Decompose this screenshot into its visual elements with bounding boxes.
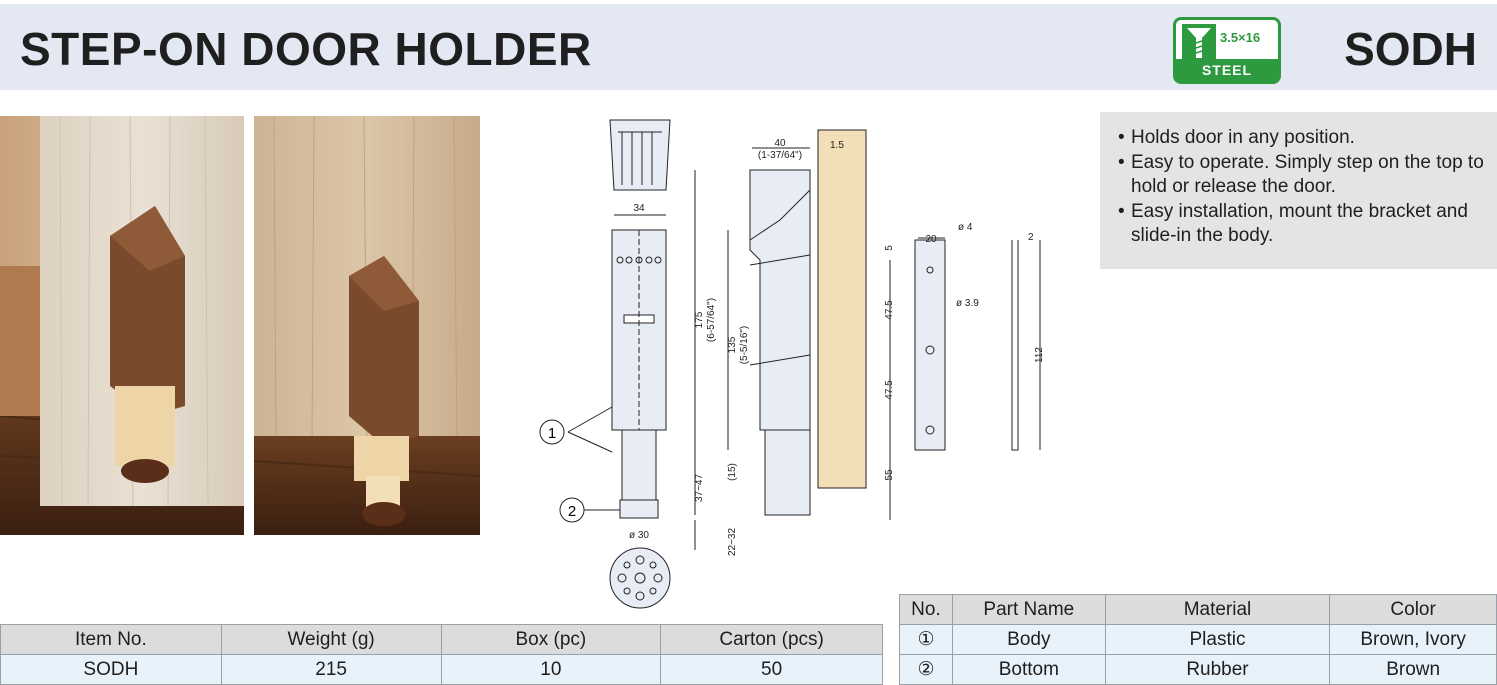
dim-175: 175 xyxy=(694,311,705,328)
page-title: STEP-ON DOOR HOLDER xyxy=(20,23,592,75)
dim-40-inch: (1-37/64") xyxy=(758,150,802,161)
table-header-row: No. Part Name Material Color xyxy=(899,594,1497,625)
col-header: Box (pc) xyxy=(440,624,662,655)
col-header: Part Name xyxy=(951,594,1106,625)
table-cell: Rubber xyxy=(1104,654,1331,685)
col-header: Color xyxy=(1329,594,1497,625)
dim-15: (15) xyxy=(727,463,738,481)
table-cell: Body xyxy=(951,624,1106,655)
dim-d3-9: ø 3.9 xyxy=(956,298,979,309)
col-header: Weight (g) xyxy=(220,624,442,655)
table-header-row: Item No. Weight (g) Box (pc) Carton (pcs… xyxy=(0,624,883,655)
dim-22-32: 22~32 xyxy=(727,528,738,557)
callout-2: 2 xyxy=(559,497,585,523)
dim-135: 135 xyxy=(727,336,738,353)
dim-37-47: 37~47 xyxy=(694,474,705,503)
svg-text:1: 1 xyxy=(548,425,556,442)
dim-5: 5 xyxy=(884,245,895,251)
table-cell: 10 xyxy=(440,654,662,685)
col-header: Item No. xyxy=(0,624,222,655)
dim-34: 34 xyxy=(633,203,645,214)
table-cell: SODH xyxy=(0,654,222,685)
dim-47-5-a: 47.5 xyxy=(884,300,895,320)
col-header: No. xyxy=(899,594,953,625)
screw-size: 3.5×16 xyxy=(1220,30,1261,45)
table-row: ① Body Plastic Brown, Ivory xyxy=(899,624,1497,655)
table-row: ② Bottom Rubber Brown xyxy=(899,654,1497,685)
screw-material: STEEL xyxy=(1176,59,1278,81)
dim-40: 40 xyxy=(774,138,786,149)
table-cell: Plastic xyxy=(1104,624,1331,655)
parts-table: No. Part Name Material Color ① Body Plas… xyxy=(899,594,1497,685)
feature-item: Easy to operate. Simply step on the top … xyxy=(1118,151,1485,200)
col-header: Material xyxy=(1104,594,1331,625)
dim-d4: ø 4 xyxy=(958,222,973,233)
dim-135-inch: (5-5/16") xyxy=(739,326,750,365)
technical-drawing: 1 2 34 ø 30 40 (1-37/64") 1.5 175 (6-57/… xyxy=(520,110,1060,615)
dim-112: 112 xyxy=(1034,347,1045,363)
table-cell: Brown, Ivory xyxy=(1329,624,1497,655)
dim-2: 2 xyxy=(1028,232,1034,243)
dim-1-5: 1.5 xyxy=(830,140,844,151)
callout-1: 1 xyxy=(539,419,565,445)
header-bar: STEP-ON DOOR HOLDER 3.5×16 STEEL SODH xyxy=(0,4,1497,90)
table-cell: 215 xyxy=(220,654,442,685)
feature-item: Holds door in any position. xyxy=(1118,126,1485,151)
feature-item: Easy installation, mount the bracket and… xyxy=(1118,200,1485,249)
col-header: Carton (pcs) xyxy=(660,624,883,655)
screw-icon xyxy=(1182,24,1216,62)
product-photo-door-released xyxy=(254,116,480,535)
product-code: SODH xyxy=(1344,23,1477,75)
table-cell: ② xyxy=(899,654,953,685)
product-photo-door-held xyxy=(0,116,244,535)
dim-20: 20 xyxy=(925,234,937,245)
table-cell: 50 xyxy=(660,654,883,685)
dim-47-5-b: 47.5 xyxy=(884,380,895,400)
dim-175-inch: (6-57/64") xyxy=(706,298,717,342)
screw-spec-badge: 3.5×16 STEEL xyxy=(1173,17,1281,84)
table-cell: Bottom xyxy=(951,654,1106,685)
svg-text:2: 2 xyxy=(568,503,576,520)
dim-55: 55 xyxy=(884,469,895,481)
spec-table: Item No. Weight (g) Box (pc) Carton (pcs… xyxy=(0,624,883,685)
features-box: Holds door in any position. Easy to oper… xyxy=(1100,112,1497,269)
table-cell: ① xyxy=(899,624,953,655)
table-cell: Brown xyxy=(1329,654,1497,685)
table-row: SODH 215 10 50 xyxy=(0,654,883,685)
dim-d30: ø 30 xyxy=(629,530,649,541)
